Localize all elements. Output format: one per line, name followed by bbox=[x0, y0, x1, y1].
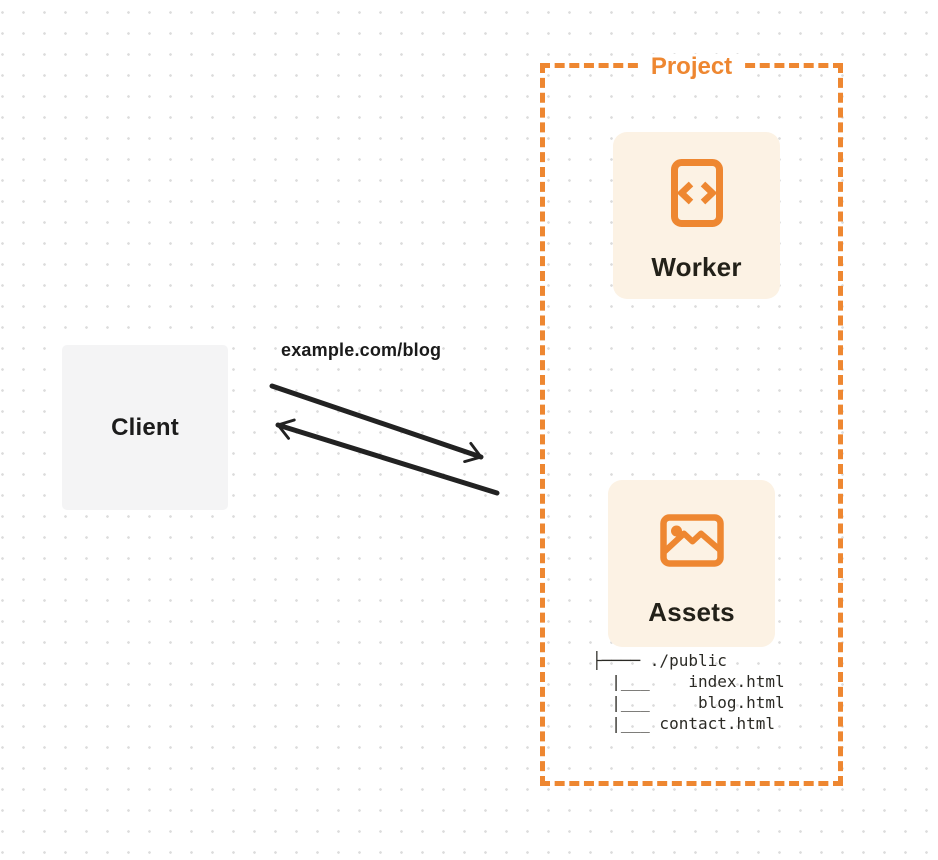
code-file-icon bbox=[670, 159, 723, 227]
tree-line-public: ├──── ./public bbox=[592, 651, 727, 670]
request-arrow bbox=[269, 383, 484, 464]
assets-label: Assets bbox=[648, 597, 735, 627]
worker-card: Worker bbox=[613, 132, 780, 299]
tree-line-blog: |___ blog.html bbox=[592, 693, 785, 712]
assets-file-tree: ├──── ./public |___ index.html |___ blog… bbox=[592, 650, 785, 734]
assets-card: Assets bbox=[608, 480, 775, 647]
project-label: Project bbox=[641, 54, 742, 80]
image-icon bbox=[659, 514, 724, 567]
request-url-label: example.com/blog bbox=[281, 340, 442, 360]
tree-line-contact: |___ contact.html bbox=[592, 714, 776, 733]
project-box: Project Worker Assets ├──── ./public |__… bbox=[540, 54, 843, 786]
client-label: Client bbox=[111, 413, 179, 441]
tree-line-index: |___ index.html bbox=[592, 672, 785, 691]
response-arrow bbox=[275, 418, 500, 496]
worker-label: Worker bbox=[651, 252, 742, 282]
client-box: Client bbox=[62, 345, 228, 510]
